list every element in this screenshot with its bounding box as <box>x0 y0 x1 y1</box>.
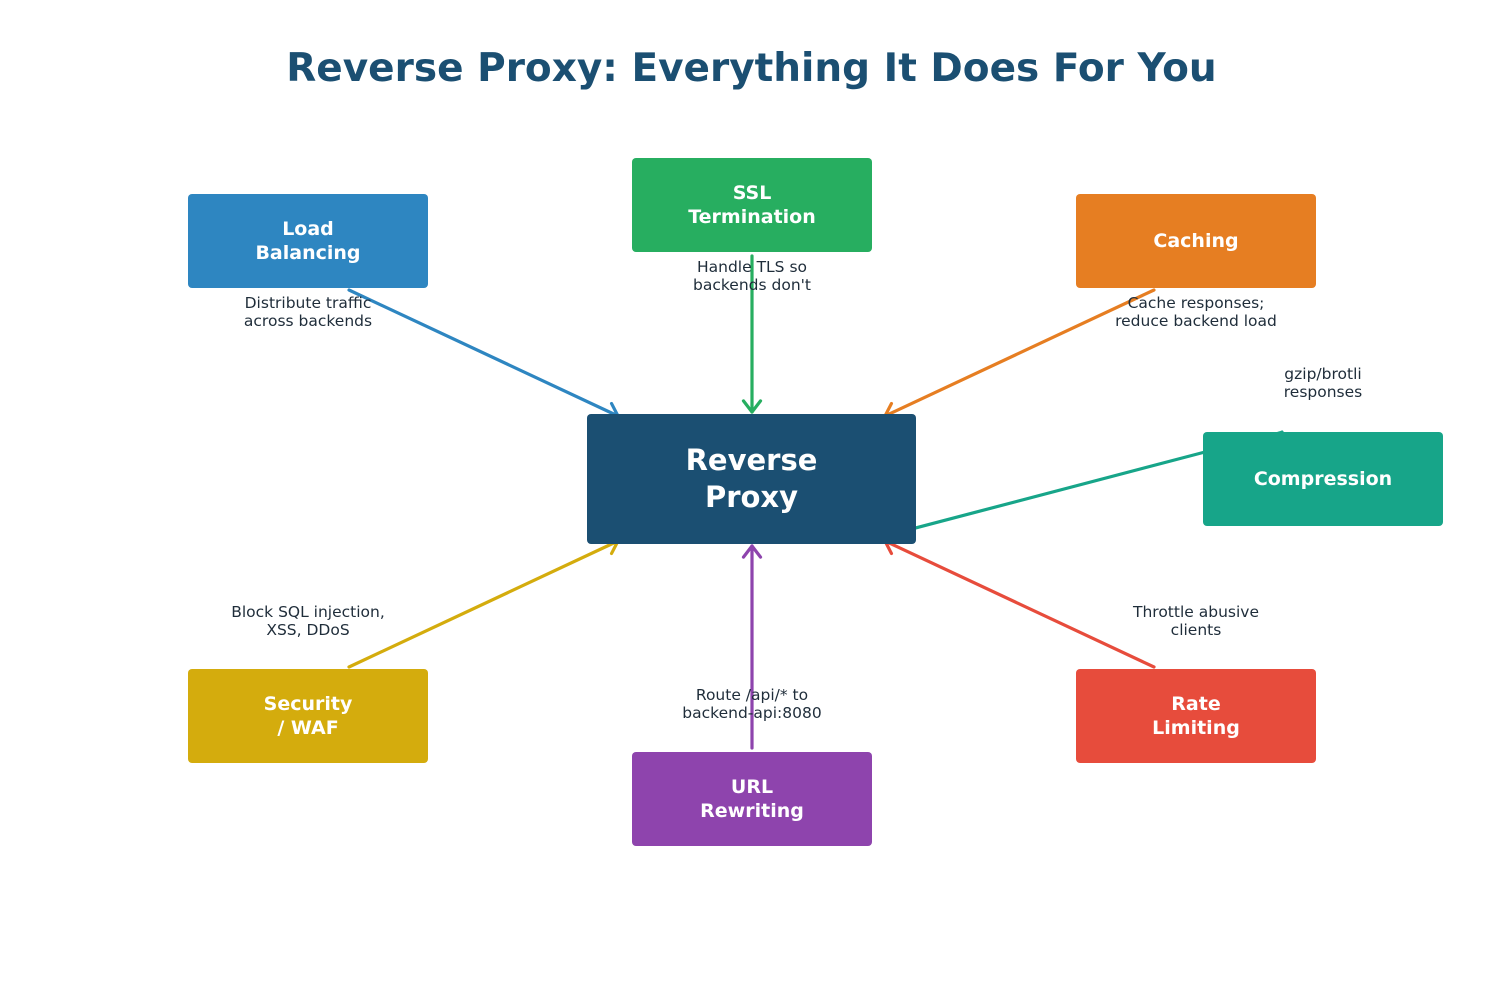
node-caching: Caching <box>1076 194 1316 288</box>
desc-url-rewriting: Route /api/* to backend-api:8080 <box>682 686 822 722</box>
node-ssl-termination: SSL Termination <box>632 158 872 252</box>
arrowhead-ssl-termination <box>741 399 763 414</box>
node-reverse-proxy: Reverse Proxy <box>587 414 916 544</box>
arrow-line-security-waf <box>347 539 620 669</box>
node-load-balancing: Load Balancing <box>188 194 428 288</box>
arrow-line-load-balancing <box>347 288 620 418</box>
desc-security-waf: Block SQL injection, XSS, DDoS <box>231 603 385 639</box>
arrow-line-caching <box>883 288 1156 418</box>
desc-load-balancing: Distribute traffic across backends <box>243 294 373 330</box>
arrow-url-rewriting <box>741 544 763 750</box>
node-security-waf: Security / WAF <box>188 669 428 763</box>
desc-compression: gzip/brotli responses <box>1283 365 1363 401</box>
node-compression: Compression <box>1203 432 1443 526</box>
arrow-ssl-termination <box>741 254 763 414</box>
desc-ssl-termination: Handle TLS so backends don't <box>693 258 811 294</box>
desc-caching: Cache responses; reduce backend load <box>1115 294 1277 330</box>
arrow-line-rate-limiting <box>883 539 1156 669</box>
node-rate-limiting: Rate Limiting <box>1076 669 1316 763</box>
diagram-title: Reverse Proxy: Everything It Does For Yo… <box>286 46 1217 91</box>
arrowhead-url-rewriting <box>741 544 763 559</box>
node-url-rewriting: URL Rewriting <box>632 752 872 846</box>
desc-rate-limiting: Throttle abusive clients <box>1133 603 1259 639</box>
